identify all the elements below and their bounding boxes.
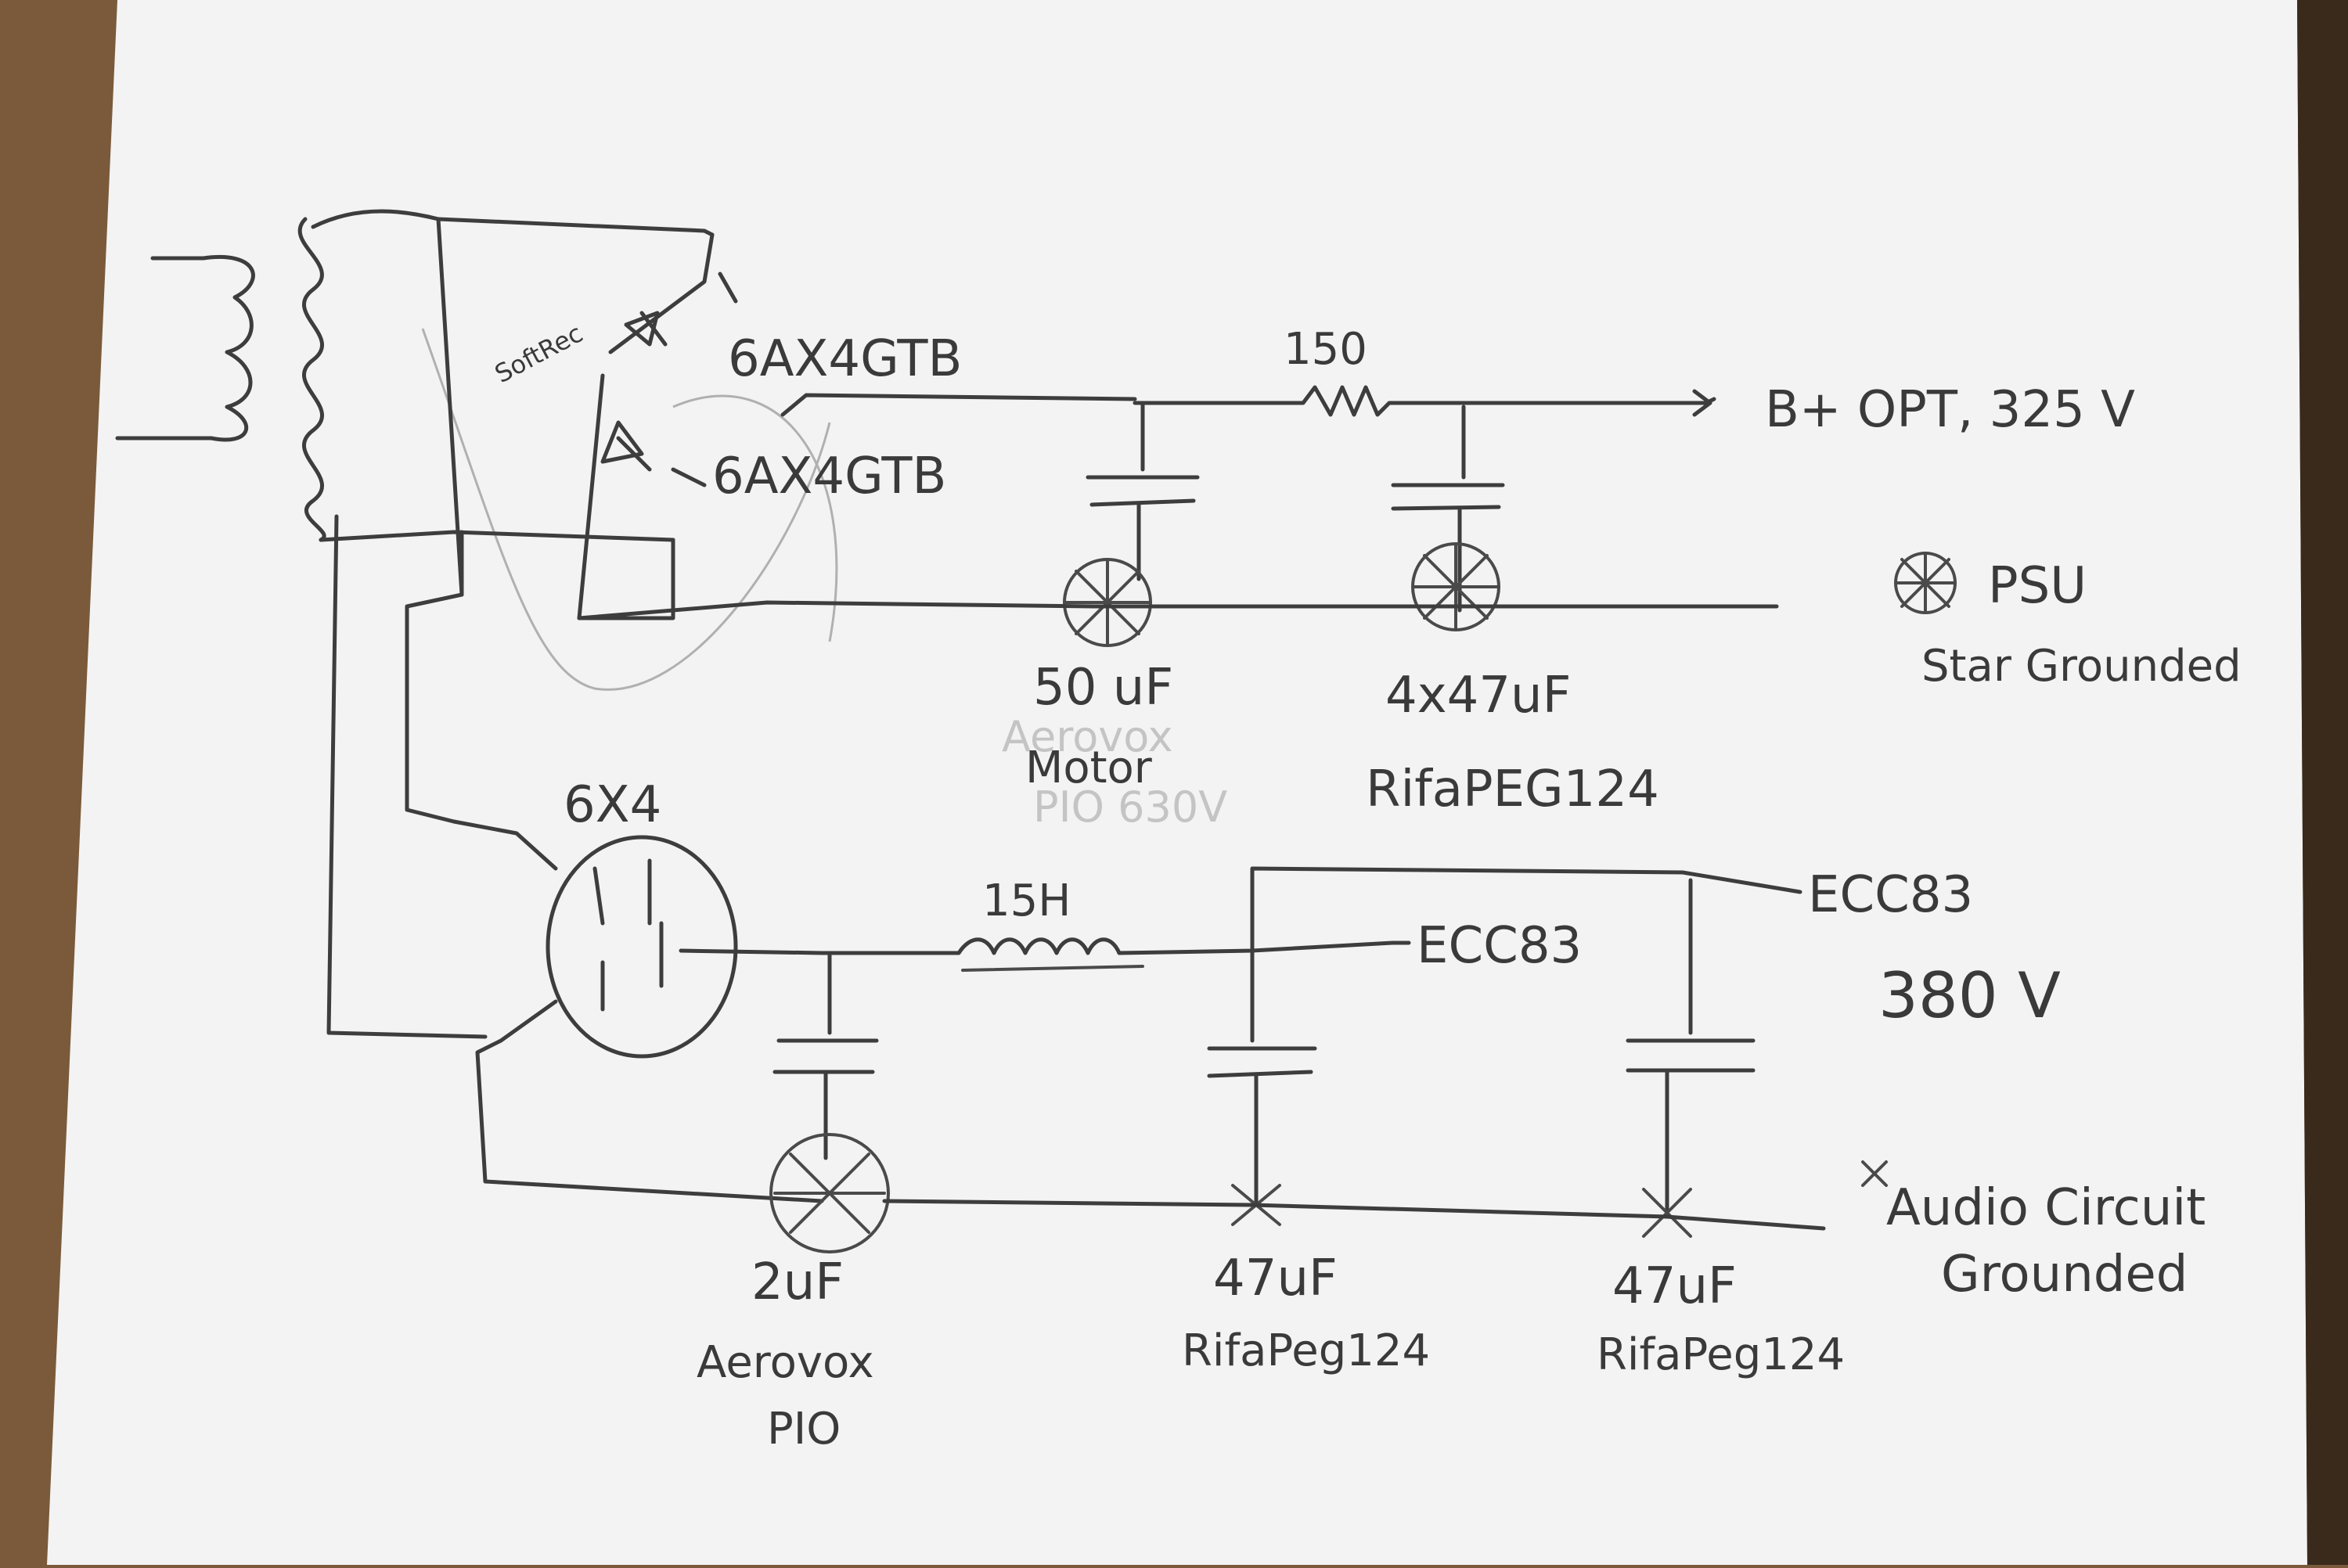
diode-wire-top <box>608 232 715 354</box>
rectifier-top-label: 6AX4GTB <box>728 330 962 388</box>
tube-filament-lead <box>452 819 558 871</box>
diode-bottom-bar <box>616 436 652 472</box>
cap3-ground-star <box>773 1153 886 1234</box>
ecc83-mid-label: ECC83 <box>1417 917 1582 975</box>
cap1-ground-star <box>1063 558 1152 647</box>
cap1-value-label: 50 uF <box>1033 659 1173 717</box>
tube-ground-wire <box>475 999 824 1203</box>
psu-ground-bus <box>577 600 1779 620</box>
paper-sheet <box>47 0 2307 1565</box>
diode-lead <box>718 272 738 304</box>
rail-top-wire <box>1250 866 1802 953</box>
cap4-value-label: 47uF <box>1213 1250 1338 1307</box>
rectifier-bottom-label: 6AX4GTB <box>712 448 946 505</box>
cap1-rating-label: PIO 630V <box>1033 782 1227 832</box>
rail-arrow <box>1692 389 1712 417</box>
secondary-bottom-lead <box>319 530 675 542</box>
star-ground-icon <box>1894 552 1957 614</box>
cap3-type-label: Aerovox <box>697 1337 874 1388</box>
audio-ground-bus <box>882 1199 1826 1231</box>
b-plus-label: B+ OPT, 325 V <box>1765 381 2135 439</box>
diode-lead <box>671 467 707 487</box>
audio-ground-x <box>1861 1160 1888 1187</box>
rectifier-tube-6x4 <box>452 819 824 1203</box>
eraser-trace <box>672 394 838 642</box>
choke-core <box>961 965 1144 972</box>
resistor-150 <box>1133 385 1716 417</box>
audio-capacitors <box>769 952 1888 1253</box>
cap2-value-label: 4x47uF <box>1385 667 1571 725</box>
psu-label: PSU <box>1988 557 2087 615</box>
cap2-type-label: RifaPEG124 <box>1366 761 1659 818</box>
voltage-380-label: 380 V <box>1878 959 2061 1032</box>
cap3-model-label: PIO <box>767 1404 841 1455</box>
psu-star-grounded-label: Star Grounded <box>1921 641 2242 692</box>
tube-anode-left <box>592 866 605 926</box>
bplus-rail <box>780 385 1716 417</box>
cap2-ground-star <box>1411 542 1500 631</box>
diode-top-bar <box>639 311 668 347</box>
cap5-ground-x <box>1642 1188 1692 1238</box>
center-tap-wire <box>436 217 464 597</box>
tube-6x4-label: 6X4 <box>564 776 661 834</box>
primary-winding <box>115 255 255 442</box>
hv-rail <box>819 866 1802 1043</box>
audio-ground-label-line2: Grounded <box>1941 1246 2188 1304</box>
diode-wire-bottom <box>577 373 675 620</box>
heater-wire-outer <box>326 514 488 1039</box>
resistor-label: 150 <box>1284 324 1367 375</box>
rail-wire <box>780 393 1137 417</box>
cap1-model-label: Motor <box>1025 743 1153 793</box>
diode-bottom-symbol <box>600 420 644 464</box>
cap3-ground-star <box>769 1133 890 1253</box>
choke-label: 15H <box>982 876 1071 926</box>
tube-output <box>679 948 824 955</box>
cap4-plate <box>1207 1070 1313 1078</box>
cap4-type-label: RifaPeg124 <box>1182 1325 1430 1376</box>
power-transformer <box>115 209 715 1039</box>
cap1-type-label: Aerovox <box>1002 712 1173 761</box>
psu-star-ground <box>1894 552 1957 614</box>
cap2-plate <box>1391 505 1501 511</box>
cap3-value-label: 2uF <box>751 1253 844 1311</box>
cap5-value-label: 47uF <box>1612 1257 1737 1315</box>
eraser-trace <box>421 328 831 691</box>
tube-envelope <box>546 835 738 1059</box>
table-edge <box>2297 0 2348 1565</box>
ecc83-top-label: ECC83 <box>1808 866 1973 924</box>
heater-wire <box>405 530 464 824</box>
secondary-winding <box>297 217 326 542</box>
rectifier-section <box>577 232 738 620</box>
cap5-type-label: RifaPeg124 <box>1597 1329 1845 1380</box>
psu-capacitors <box>577 401 1779 647</box>
audio-ground-label-line1: Audio Circuit <box>1886 1179 2206 1237</box>
choke-15h <box>819 937 1395 955</box>
cap1-plate <box>1089 498 1196 507</box>
